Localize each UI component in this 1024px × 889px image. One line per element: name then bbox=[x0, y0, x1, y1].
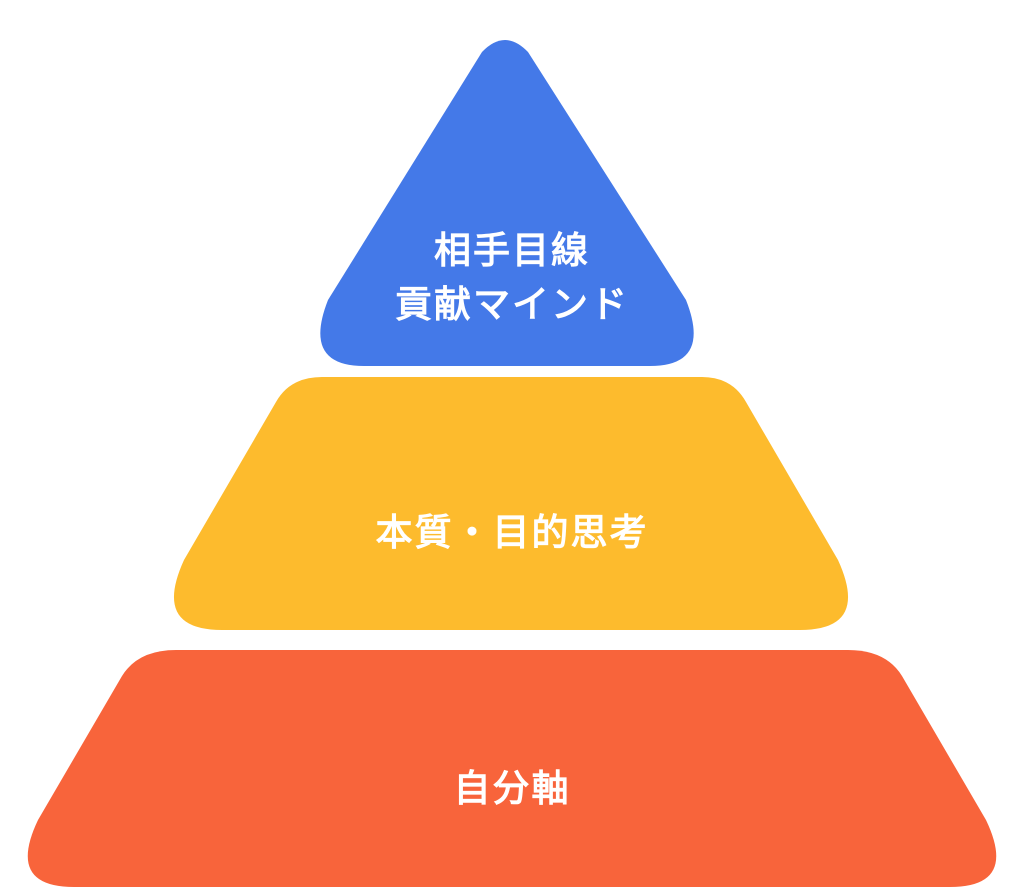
tier-middle-shape bbox=[173, 377, 849, 630]
tier-middle-line-1: 本質・目的思考 bbox=[375, 511, 649, 554]
tier-bottom-label: 自分軸 bbox=[0, 762, 1024, 816]
tier-top-label: 相手目線 貢献マインド bbox=[0, 224, 1024, 332]
tier-bottom-line-1: 自分軸 bbox=[453, 767, 571, 810]
tier-top-line-2: 貢献マインド bbox=[395, 283, 629, 326]
tier-top-line-1: 相手目線 bbox=[434, 229, 590, 272]
tier-middle-label: 本質・目的思考 bbox=[0, 506, 1024, 560]
tier-bottom-shape bbox=[27, 650, 997, 887]
tier-top-shape bbox=[320, 40, 694, 366]
